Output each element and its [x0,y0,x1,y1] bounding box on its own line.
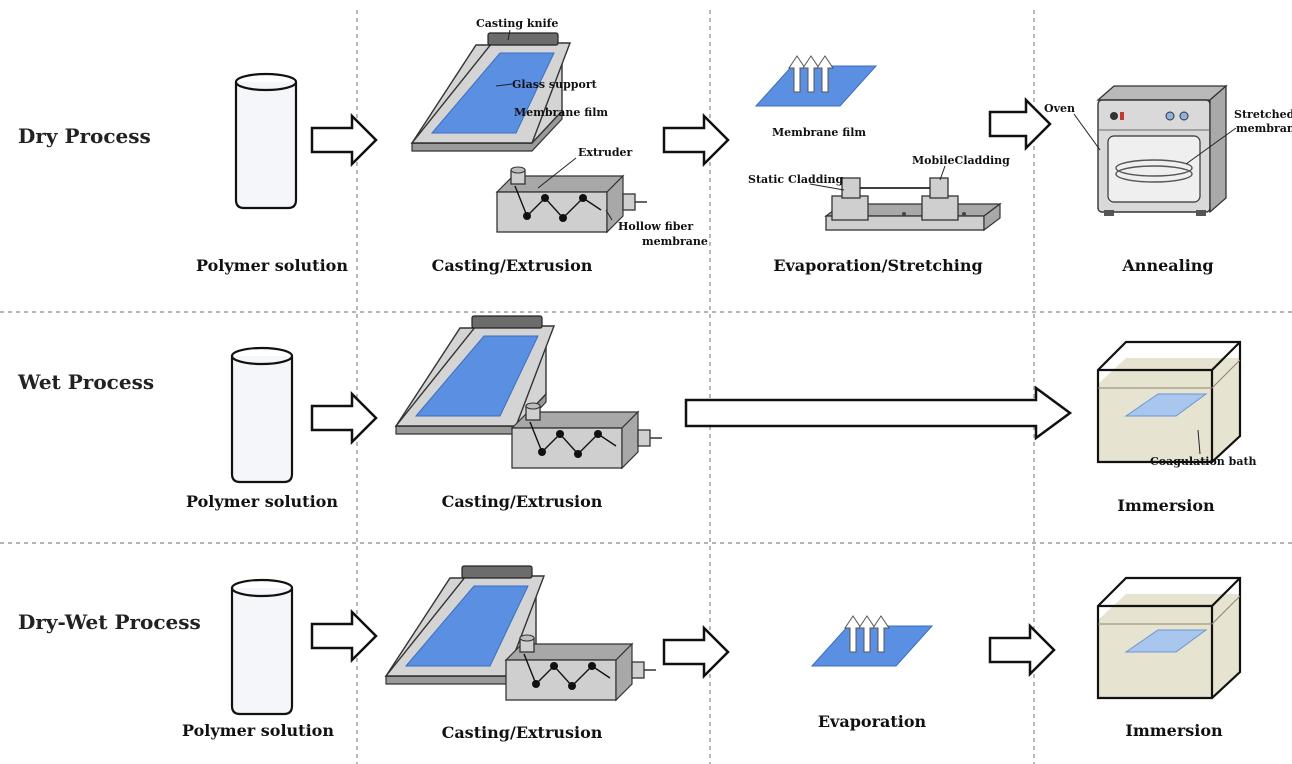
callout-membrane-film: Membrane film [514,106,608,119]
leader-coagulation-bath [1197,429,1201,455]
arrow-dry-2-icon [662,112,730,168]
row-wet-process: Wet Process Polymer solution Casting/Ext… [17,315,1257,515]
evaporating-film-icon [811,615,933,667]
polymer-beaker-icon [230,346,294,484]
callout-coagulation-bath: Coagulation bath [1150,455,1257,468]
casting-plate-icon [411,32,571,152]
step-label-dw-immersion: Immersion [1125,721,1223,740]
leader-casting-knife [507,29,511,41]
polymer-beaker-icon [234,72,298,210]
row-title-wet: Wet Process [17,370,154,394]
callout-evap-membrane-film: Membrane film [772,126,866,139]
callout-casting-knife: Casting knife [476,17,558,30]
step-label-dw-casting: Casting/Extrusion [442,723,603,742]
step-label-wet-polymer: Polymer solution [186,492,338,511]
leader-mobile-cladding [939,165,946,181]
step-label-wet-immersion: Immersion [1117,496,1215,515]
oven-icon [1096,84,1228,216]
row-title-dry-wet: Dry-Wet Process [18,610,201,634]
arrow-dw-1-icon [310,608,378,664]
step-label-wet-casting: Casting/Extrusion [442,492,603,511]
leader-hollow-fiber [605,209,613,221]
leader-extruder [537,157,577,189]
row-dry-wet-process: Dry-Wet Process Polymer solution Casting… [18,565,1242,742]
step-label-dw-polymer: Polymer solution [182,721,334,740]
step-label-dry-casting: Casting/Extrusion [432,256,593,275]
callout-hollow-fiber-2: membrane [642,235,708,248]
arrow-dry-1-icon [310,112,378,168]
evaporating-film-icon [755,55,877,107]
step-label-dw-evaporation: Evaporation [818,712,927,731]
column-separators [356,10,1035,764]
arrow-dry-3-icon [988,96,1052,152]
extruder-icon [511,402,663,469]
coagulation-bath-icon [1096,576,1242,700]
extruder-icon [505,634,657,701]
coagulation-bath-icon [1096,340,1242,464]
arrow-dw-3-icon [988,622,1056,678]
callout-extruder: Extruder [578,146,633,159]
leader-glass-support [495,83,513,87]
callout-static-cladding: Static Cladding [748,173,844,186]
arrow-wet-1-icon [310,390,378,446]
callout-stretched-2: membrane [1236,122,1292,135]
leader-static-cladding [809,183,845,191]
step-label-dry-polymer: Polymer solution [196,256,348,275]
leader-stretched-membrane [1185,127,1237,165]
row-title-dry: Dry Process [18,124,151,148]
callout-glass-support: Glass support [512,78,598,91]
step-label-dry-evaporation: Evaporation/Stretching [773,256,982,275]
step-label-dry-annealing: Annealing [1121,256,1213,275]
arrow-dw-2-icon [662,624,730,680]
polymer-beaker-icon [230,578,294,716]
callout-mobile-cladding: MobileCladding [912,154,1010,167]
callout-hollow-fiber-1: Hollow fiber [618,220,693,233]
arrow-wet-long-icon [684,385,1073,441]
callout-oven: Oven [1044,102,1075,115]
callout-stretched-1: Stretched [1234,108,1292,121]
leader-oven [1073,113,1101,151]
stretching-rig-icon [824,177,1002,232]
row-dry-process: Dry Process Polymer solution Casting kni… [18,17,1292,275]
